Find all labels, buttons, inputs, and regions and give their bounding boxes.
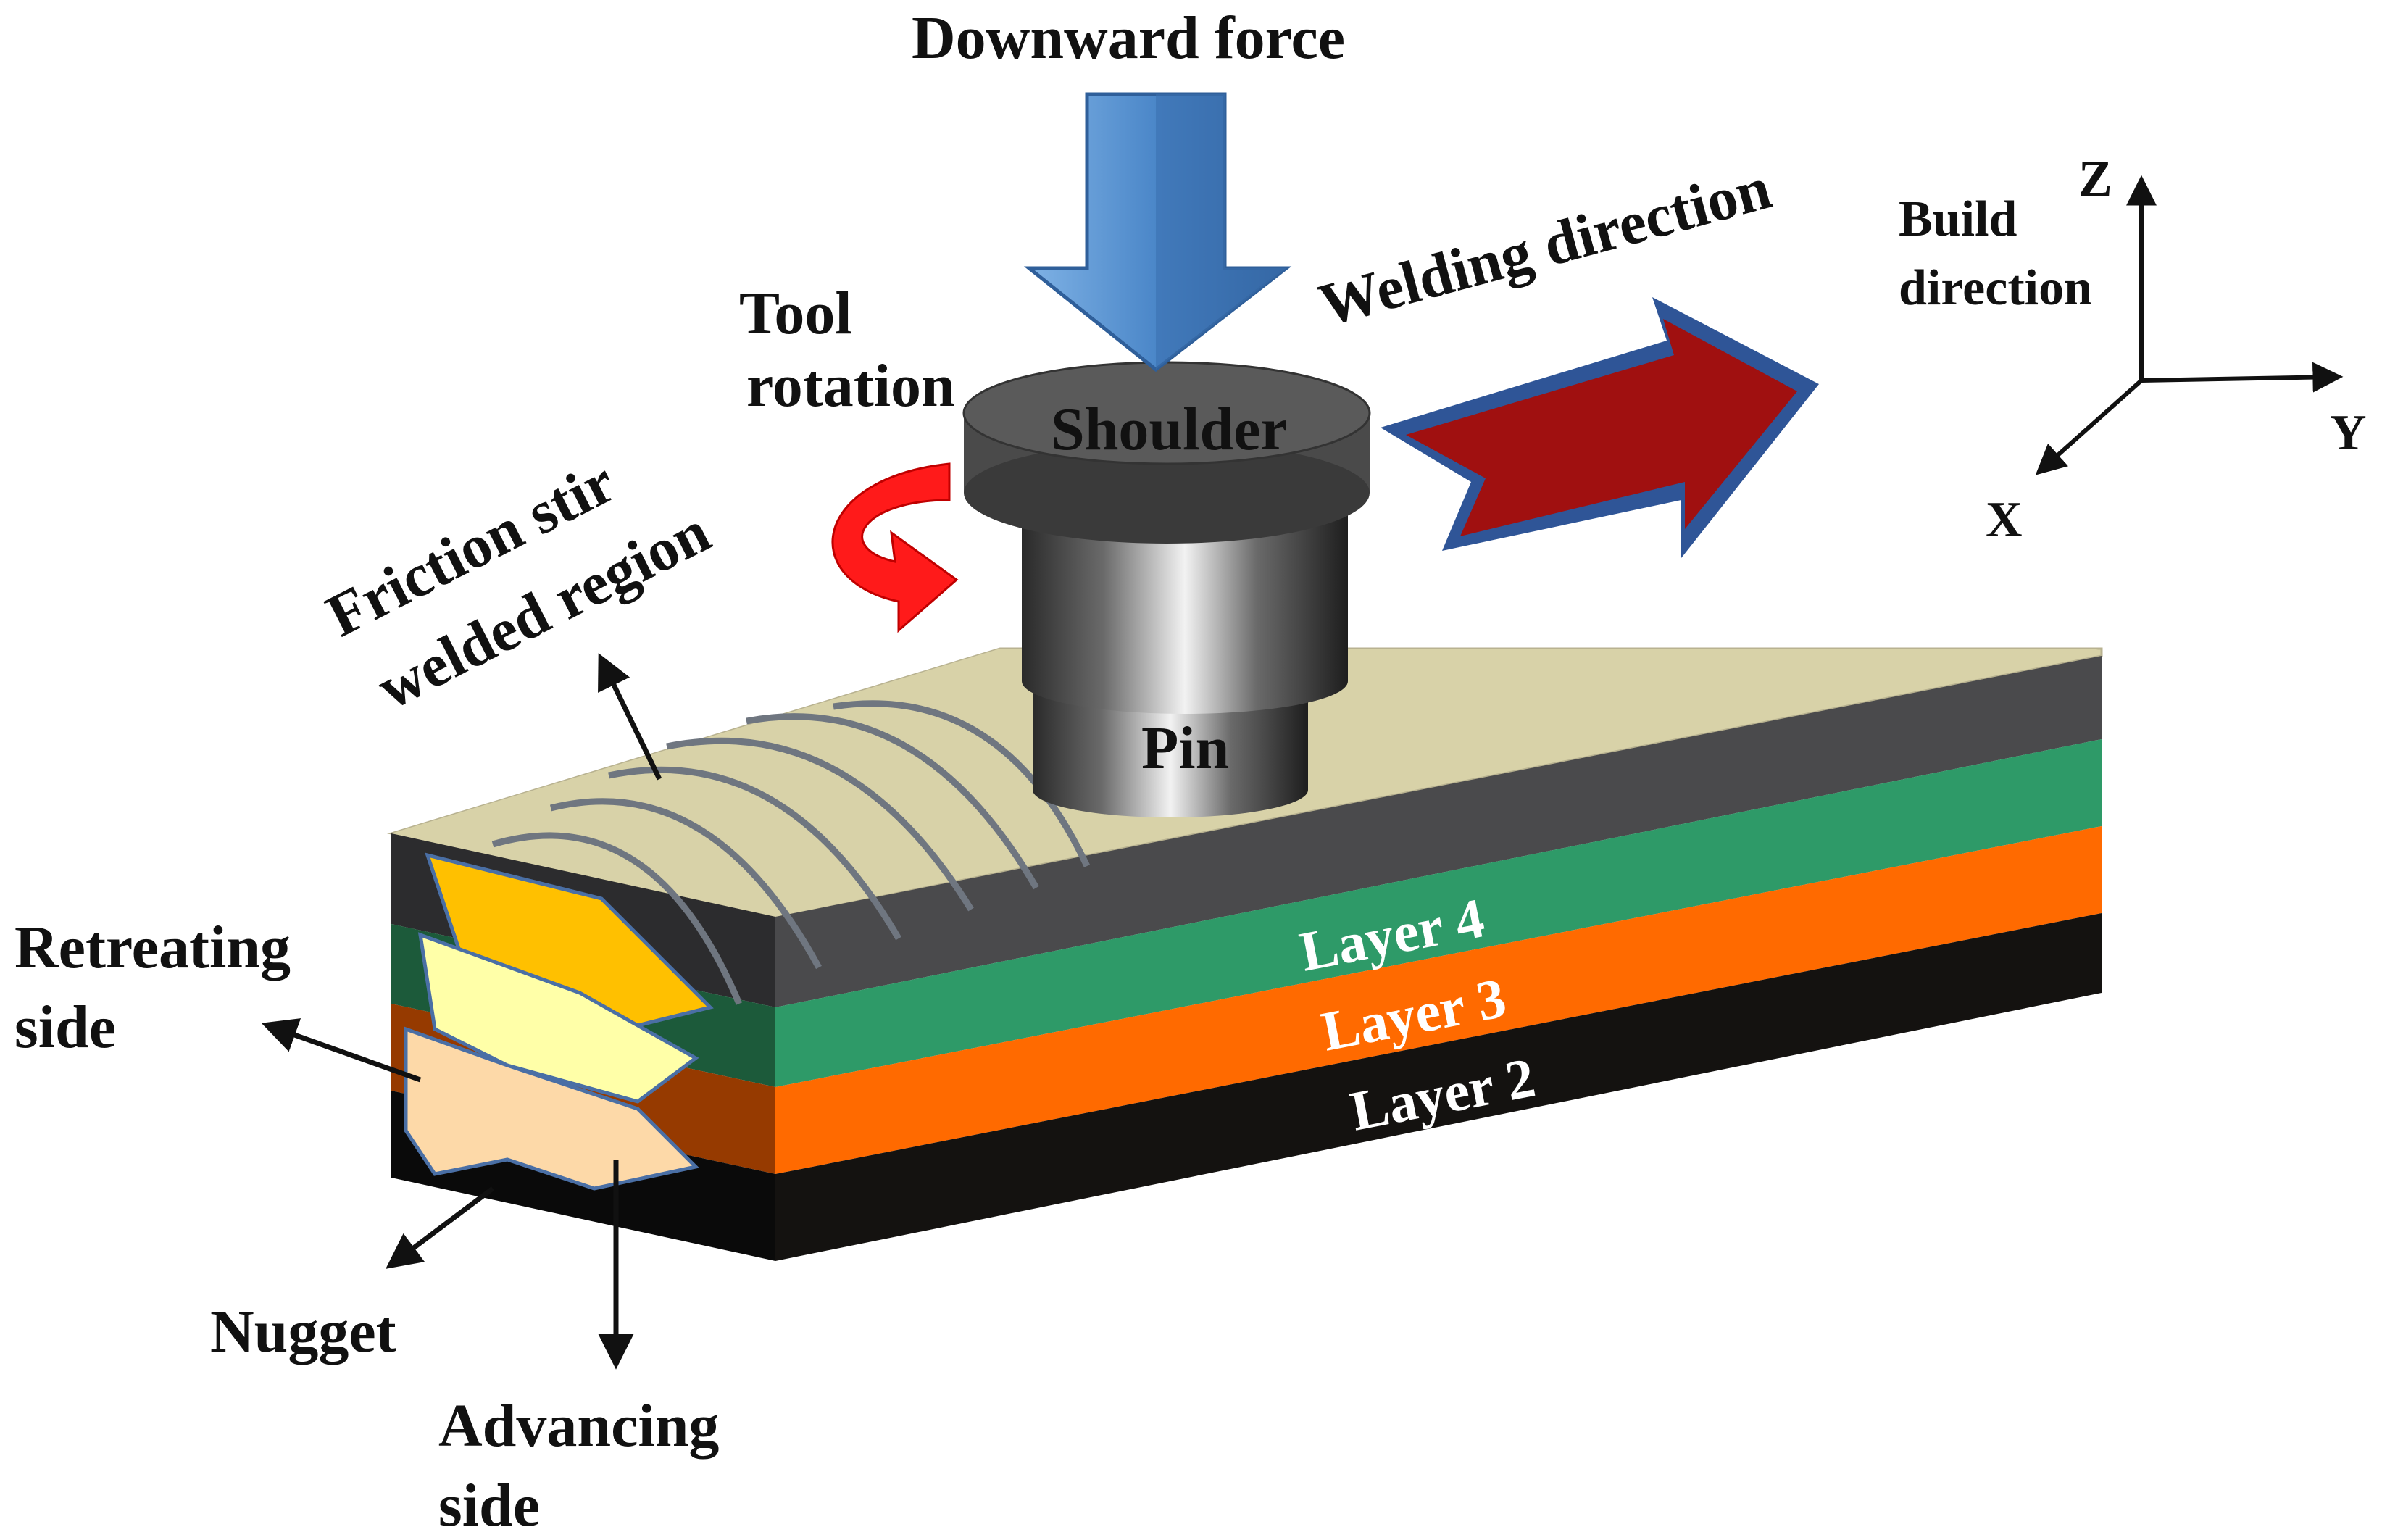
retreating-side-label-1: Retreating: [14, 914, 291, 981]
z-axis-label: Z: [2078, 151, 2112, 207]
stir-arc: [666, 737, 974, 912]
retreating-pointer: [261, 1018, 422, 1083]
tool-rotation-arrow: [831, 462, 959, 633]
nugget-peach-zone: [404, 1026, 700, 1191]
nugget-pale-zone: [417, 932, 699, 1104]
nugget-yellow-zone: [425, 852, 714, 1039]
retreating-side-label-2: side: [14, 994, 116, 1061]
downward-force-arrow: [1023, 92, 1292, 372]
layered-block: [387, 647, 2103, 1261]
stir-arc: [746, 713, 1039, 890]
layer-1-side: [775, 913, 2102, 1261]
tool-rotation-label-1: Tool: [739, 280, 852, 347]
build-direction-label-1: Build: [1899, 191, 2017, 247]
tool: [962, 361, 1371, 817]
x-axis: [2035, 378, 2143, 475]
shoulder-label: Shoulder: [1051, 396, 1288, 463]
stir-arc: [549, 798, 822, 970]
layer-2-side: [775, 826, 2102, 1174]
advancing-side-label-1: Advancing: [438, 1392, 719, 1460]
coordinate-axes: [2035, 175, 2344, 475]
shoulder-disk-bottom: [964, 442, 1370, 544]
welding-direction-label: Welding direction: [1312, 154, 1778, 340]
y-axis: [2141, 362, 2344, 393]
shoulder-bottom: [1022, 649, 1348, 714]
nugget-pointer: [386, 1186, 495, 1269]
fsw-region-pointer: [598, 653, 662, 781]
layer-1-label: Layer 1: [1367, 1121, 1562, 1218]
stir-arc: [833, 700, 1091, 867]
leader-arrows: [261, 653, 662, 1370]
welding-direction-arrow: [1381, 297, 1819, 558]
stir-arc: [491, 832, 743, 1005]
nugget-label: Nugget: [210, 1298, 396, 1365]
pin-label: Pin: [1141, 715, 1229, 782]
advancing-side-label-2: side: [438, 1472, 540, 1539]
build-direction-label-2: direction: [1899, 260, 2092, 316]
layer-3-side: [775, 739, 2102, 1087]
y-axis-label: Y: [2330, 405, 2367, 461]
pin-bottom: [1033, 762, 1308, 817]
tool-rotation-label-2: rotation: [746, 352, 955, 420]
downward-force-label: Downward force: [912, 4, 1345, 72]
x-axis-label: X: [1986, 492, 2023, 548]
layer-4-side: [775, 656, 2102, 1007]
